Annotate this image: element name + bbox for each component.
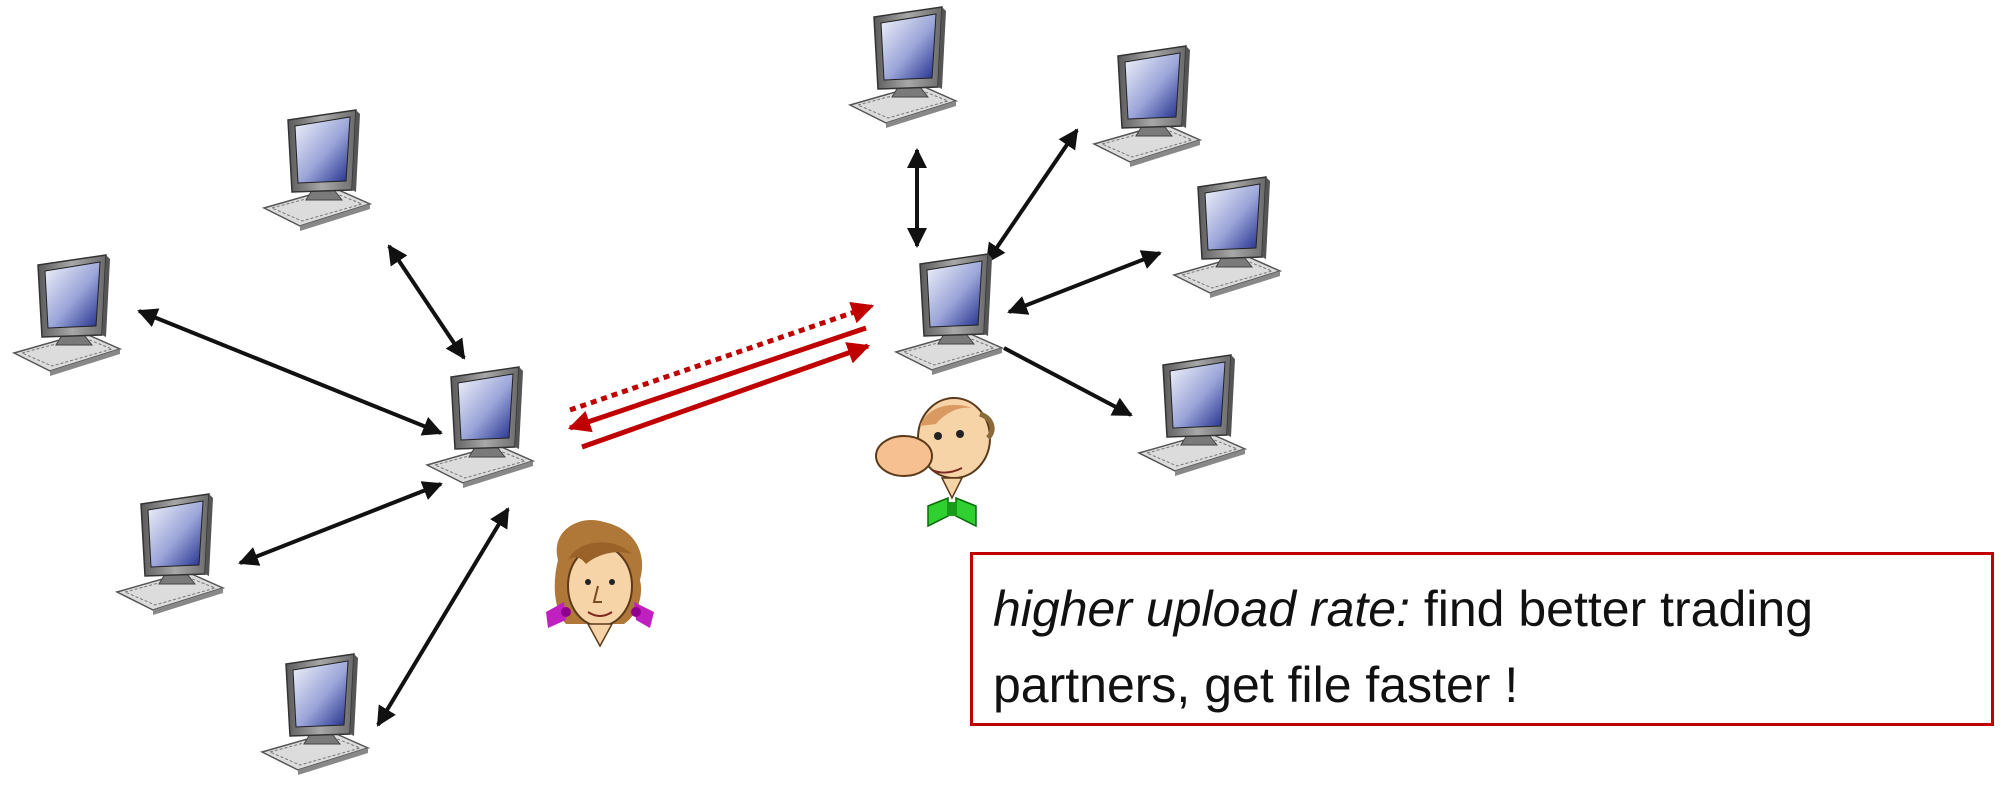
- trade-link-to-alice: [567, 325, 867, 433]
- desktop-computer-icon: [1093, 45, 1201, 168]
- desktop-computer-icon: [1173, 176, 1281, 299]
- desktop-computer-icon: [263, 109, 371, 232]
- left-peer-links: [137, 244, 510, 727]
- desktop-computer-icon: [849, 6, 957, 129]
- peer-link: [137, 308, 443, 436]
- right-peer-links: [907, 128, 1162, 417]
- trade-link-dotted: [569, 301, 875, 413]
- peer-link: [1007, 250, 1162, 315]
- peer-link: [238, 481, 443, 566]
- desktop-computer-icon: [116, 493, 224, 616]
- trade-links: [567, 301, 875, 450]
- peer-link: [387, 244, 466, 360]
- peer-link: [985, 128, 1079, 264]
- upload-rate-callout: higher upload rate: find better trading …: [970, 552, 1994, 726]
- desktop-computer-icon: [426, 366, 534, 489]
- girl-face-icon: [546, 519, 654, 648]
- callout-text: find better trading partners, get file f…: [993, 581, 1813, 713]
- desktop-computer-icon: [895, 253, 1003, 376]
- desktop-computer-icon: [261, 653, 369, 776]
- man-face-icon: [875, 397, 995, 528]
- desktop-computer-icon: [1138, 354, 1246, 477]
- desktop-computer-icon: [13, 254, 121, 377]
- trade-link-to-bob: [581, 342, 871, 450]
- peer-link: [1003, 346, 1133, 417]
- peer-link: [376, 507, 510, 727]
- callout-lead: higher upload rate:: [993, 581, 1410, 637]
